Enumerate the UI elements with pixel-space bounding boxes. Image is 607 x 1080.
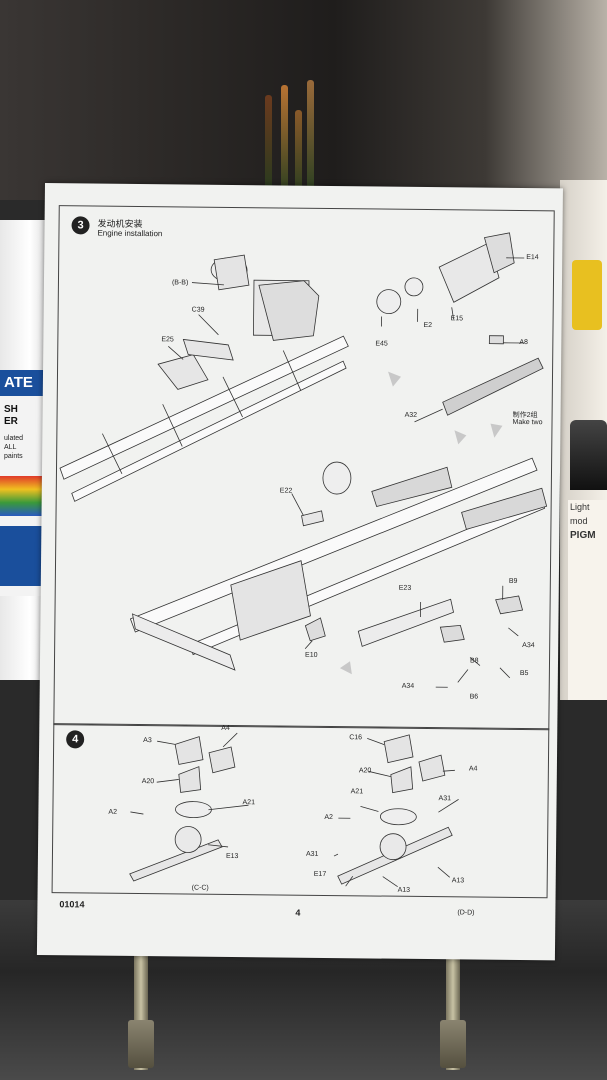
part-label-e13: E13 xyxy=(225,852,239,861)
part-label-a20-right: A20 xyxy=(358,767,372,775)
bottle-label: Light mod PIGM xyxy=(568,500,607,700)
bottle-text: ALL xyxy=(4,444,17,451)
part-label-a21-right: A21 xyxy=(350,788,364,796)
bottle-text: ulated xyxy=(4,435,24,442)
part-label-e15: E15 xyxy=(450,315,464,323)
step-4-number: 4 xyxy=(66,730,85,749)
part-label-e10: E10 xyxy=(305,651,318,659)
kit-number: 01014 xyxy=(59,899,85,910)
background-shelf-top xyxy=(0,0,607,200)
part-label-e22: E22 xyxy=(279,487,293,495)
part-label-b8: B8 xyxy=(469,657,479,665)
part-label-c39: C39 xyxy=(191,306,205,314)
part-label-a4-right: A4 xyxy=(468,765,478,773)
part-label-a8: A8 xyxy=(519,338,528,347)
instruction-sheet: 3 发动机安装 Engine installation xyxy=(36,183,563,961)
part-label-a34-right: A34 xyxy=(522,642,535,650)
part-label-a2-right: A2 xyxy=(324,813,333,822)
part-label-b9: B9 xyxy=(508,577,518,585)
part-label-a34-left: A34 xyxy=(401,682,415,690)
bottle-cap xyxy=(570,420,607,490)
part-label-a31-top: A31 xyxy=(438,795,452,803)
part-label-b6: B6 xyxy=(469,693,479,701)
paintbrush xyxy=(265,95,272,205)
part-label-b5: B5 xyxy=(519,670,529,678)
part-label-a13-right: A13 xyxy=(451,877,465,885)
part-label-e17: E17 xyxy=(313,870,327,878)
part-label-e23: E23 xyxy=(398,584,412,592)
part-label-c16: C16 xyxy=(349,734,363,742)
part-label-e45: E45 xyxy=(375,340,388,348)
paintbrush xyxy=(281,85,288,205)
part-label-a3: A3 xyxy=(143,737,152,745)
bottle-text: SH xyxy=(4,404,18,415)
paint-bottle-right: Light mod PIGM xyxy=(560,180,607,700)
clip-jaw xyxy=(128,1020,154,1068)
part-label-e14: E14 xyxy=(526,254,539,262)
part-label-a21-left: A21 xyxy=(242,799,256,807)
part-label-a32: A32 xyxy=(404,411,418,419)
part-label-bb: (B-B) xyxy=(171,279,189,287)
bottle-text: PIGM xyxy=(570,530,596,541)
clip-jaw xyxy=(440,1020,466,1068)
paintbrush xyxy=(295,110,302,205)
make-two-en: Make two xyxy=(512,418,543,427)
bottle-text: Light xyxy=(570,502,590,512)
view-label-cc: (C-C) xyxy=(191,884,209,892)
assembly-drawing xyxy=(59,232,548,888)
bottle-text: mod xyxy=(570,516,588,526)
part-label-a4-left: A4 xyxy=(221,724,230,732)
part-label-a20-left: A20 xyxy=(141,778,155,786)
bottle-label: ATE SH ER ulated ALL paints xyxy=(0,370,48,596)
part-label-e25: E25 xyxy=(161,336,174,344)
bottle-text: paints xyxy=(4,453,23,460)
part-label-a13-bottom: A13 xyxy=(397,886,411,894)
paintbrush xyxy=(307,80,314,205)
part-label-e2: E2 xyxy=(423,321,433,330)
part-label-a31-left: A31 xyxy=(305,850,319,858)
page-number: 4 xyxy=(295,907,301,918)
view-label-dd: (D-D) xyxy=(457,909,475,917)
bottle-brand: ATE xyxy=(4,374,33,391)
bottle-text: ER xyxy=(4,416,18,427)
part-label-a2-left: A2 xyxy=(108,808,118,816)
